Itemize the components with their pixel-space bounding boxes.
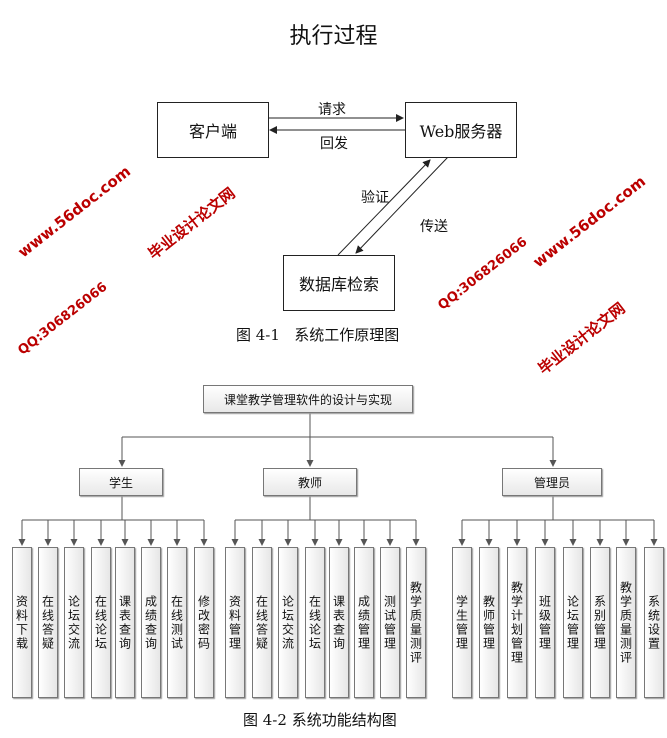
root-box: 课堂教学管理软件的设计与实现 <box>203 385 413 413</box>
group-box-student: 学生 <box>79 468 163 496</box>
leaf-box: 在线测试 <box>167 547 187 698</box>
leaf-box: 在线论坛 <box>305 547 325 698</box>
leaf-box: 论坛交流 <box>64 547 84 698</box>
leaf-box: 系别管理 <box>590 547 610 698</box>
page-title: 执行过程 <box>289 24 378 49</box>
leaf-box: 系统设置 <box>644 547 664 698</box>
leaf-box: 学生管理 <box>452 547 472 698</box>
verify-label: 验证 <box>361 190 389 206</box>
leaf-box: 成绩查询 <box>141 547 161 698</box>
verify-arrow <box>337 159 431 256</box>
leaf-box: 教学质量测评 <box>616 547 636 698</box>
leaf-box: 测试管理 <box>380 547 400 698</box>
transfer-arrow <box>355 156 449 254</box>
leaf-box: 资料管理 <box>225 547 245 698</box>
web-server-box: Web服务器 <box>405 102 517 158</box>
leaf-box: 课表查询 <box>115 547 135 698</box>
request-label: 请求 <box>318 102 346 118</box>
leaf-box: 在线答疑 <box>38 547 58 698</box>
leaf-box: 课表查询 <box>329 547 349 698</box>
leaf-box: 班级管理 <box>535 547 555 698</box>
transfer-label: 传送 <box>420 219 448 235</box>
leaf-box: 在线答疑 <box>252 547 272 698</box>
leaf-box: 成绩管理 <box>354 547 374 698</box>
group-box-admin: 管理员 <box>502 468 602 496</box>
leaf-box: 论坛交流 <box>278 547 298 698</box>
leaf-box: 在线论坛 <box>91 547 111 698</box>
leaf-box: 修改密码 <box>194 547 214 698</box>
response-label: 回发 <box>320 136 348 152</box>
leaf-box: 教学质量测评 <box>406 547 426 698</box>
leaf-box: 论坛管理 <box>563 547 583 698</box>
leaf-box: 资料下载 <box>12 547 32 698</box>
leaf-box: 教师管理 <box>479 547 499 698</box>
figure-1-caption: 图 4-1 系统工作原理图 <box>236 326 400 344</box>
figure-2-caption: 图 4-2 系统功能结构图 <box>243 711 397 729</box>
group-box-teacher: 教师 <box>263 468 357 496</box>
leaf-box: 教学计划管理 <box>507 547 527 698</box>
client-box: 客户端 <box>157 102 269 158</box>
database-box: 数据库检索 <box>283 255 395 311</box>
